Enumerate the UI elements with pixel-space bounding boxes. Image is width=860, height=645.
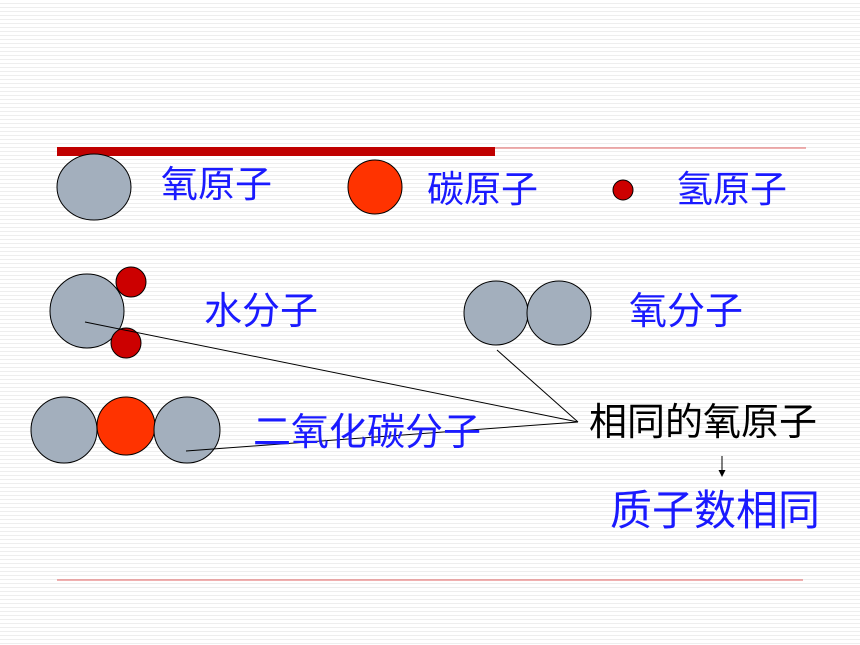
label-water-molecule: 水分子 — [204, 289, 319, 333]
pointer-line-o2 — [496, 349, 579, 423]
o2-atom-left — [463, 280, 529, 346]
legend-oxygen-atom — [56, 153, 132, 221]
water-molecule — [49, 266, 147, 359]
co2-oxygen-left — [30, 396, 98, 464]
oxygen-molecule — [463, 280, 592, 346]
label-carbon-dioxide-molecule: 二氧化碳分子 — [253, 410, 482, 454]
label-oxygen-molecule: 氧分子 — [629, 289, 744, 333]
o2-atom-right — [526, 280, 592, 346]
carbon-dioxide-molecule — [30, 396, 221, 464]
top-accent-bar — [57, 147, 495, 156]
down-arrow-icon — [718, 456, 726, 477]
label-same-oxygen-atom: 相同的氧原子 — [589, 400, 818, 444]
label-same-proton-number: 质子数相同 — [610, 486, 821, 535]
pointer-line-co2 — [185, 421, 579, 452]
co2-carbon-atom — [96, 396, 156, 456]
water-hydrogen-bottom — [110, 327, 142, 359]
water-hydrogen-top — [115, 266, 147, 298]
water-oxygen-atom — [49, 273, 125, 349]
label-carbon-atom: 碳原子 — [427, 168, 538, 211]
pointer-line-water — [84, 321, 579, 423]
legend-carbon-atom — [347, 159, 403, 215]
co2-oxygen-right — [153, 396, 221, 464]
label-oxygen-atom: 氧原子 — [161, 163, 272, 206]
label-hydrogen-atom: 氢原子 — [676, 168, 787, 211]
legend-hydrogen-atom — [612, 179, 634, 201]
